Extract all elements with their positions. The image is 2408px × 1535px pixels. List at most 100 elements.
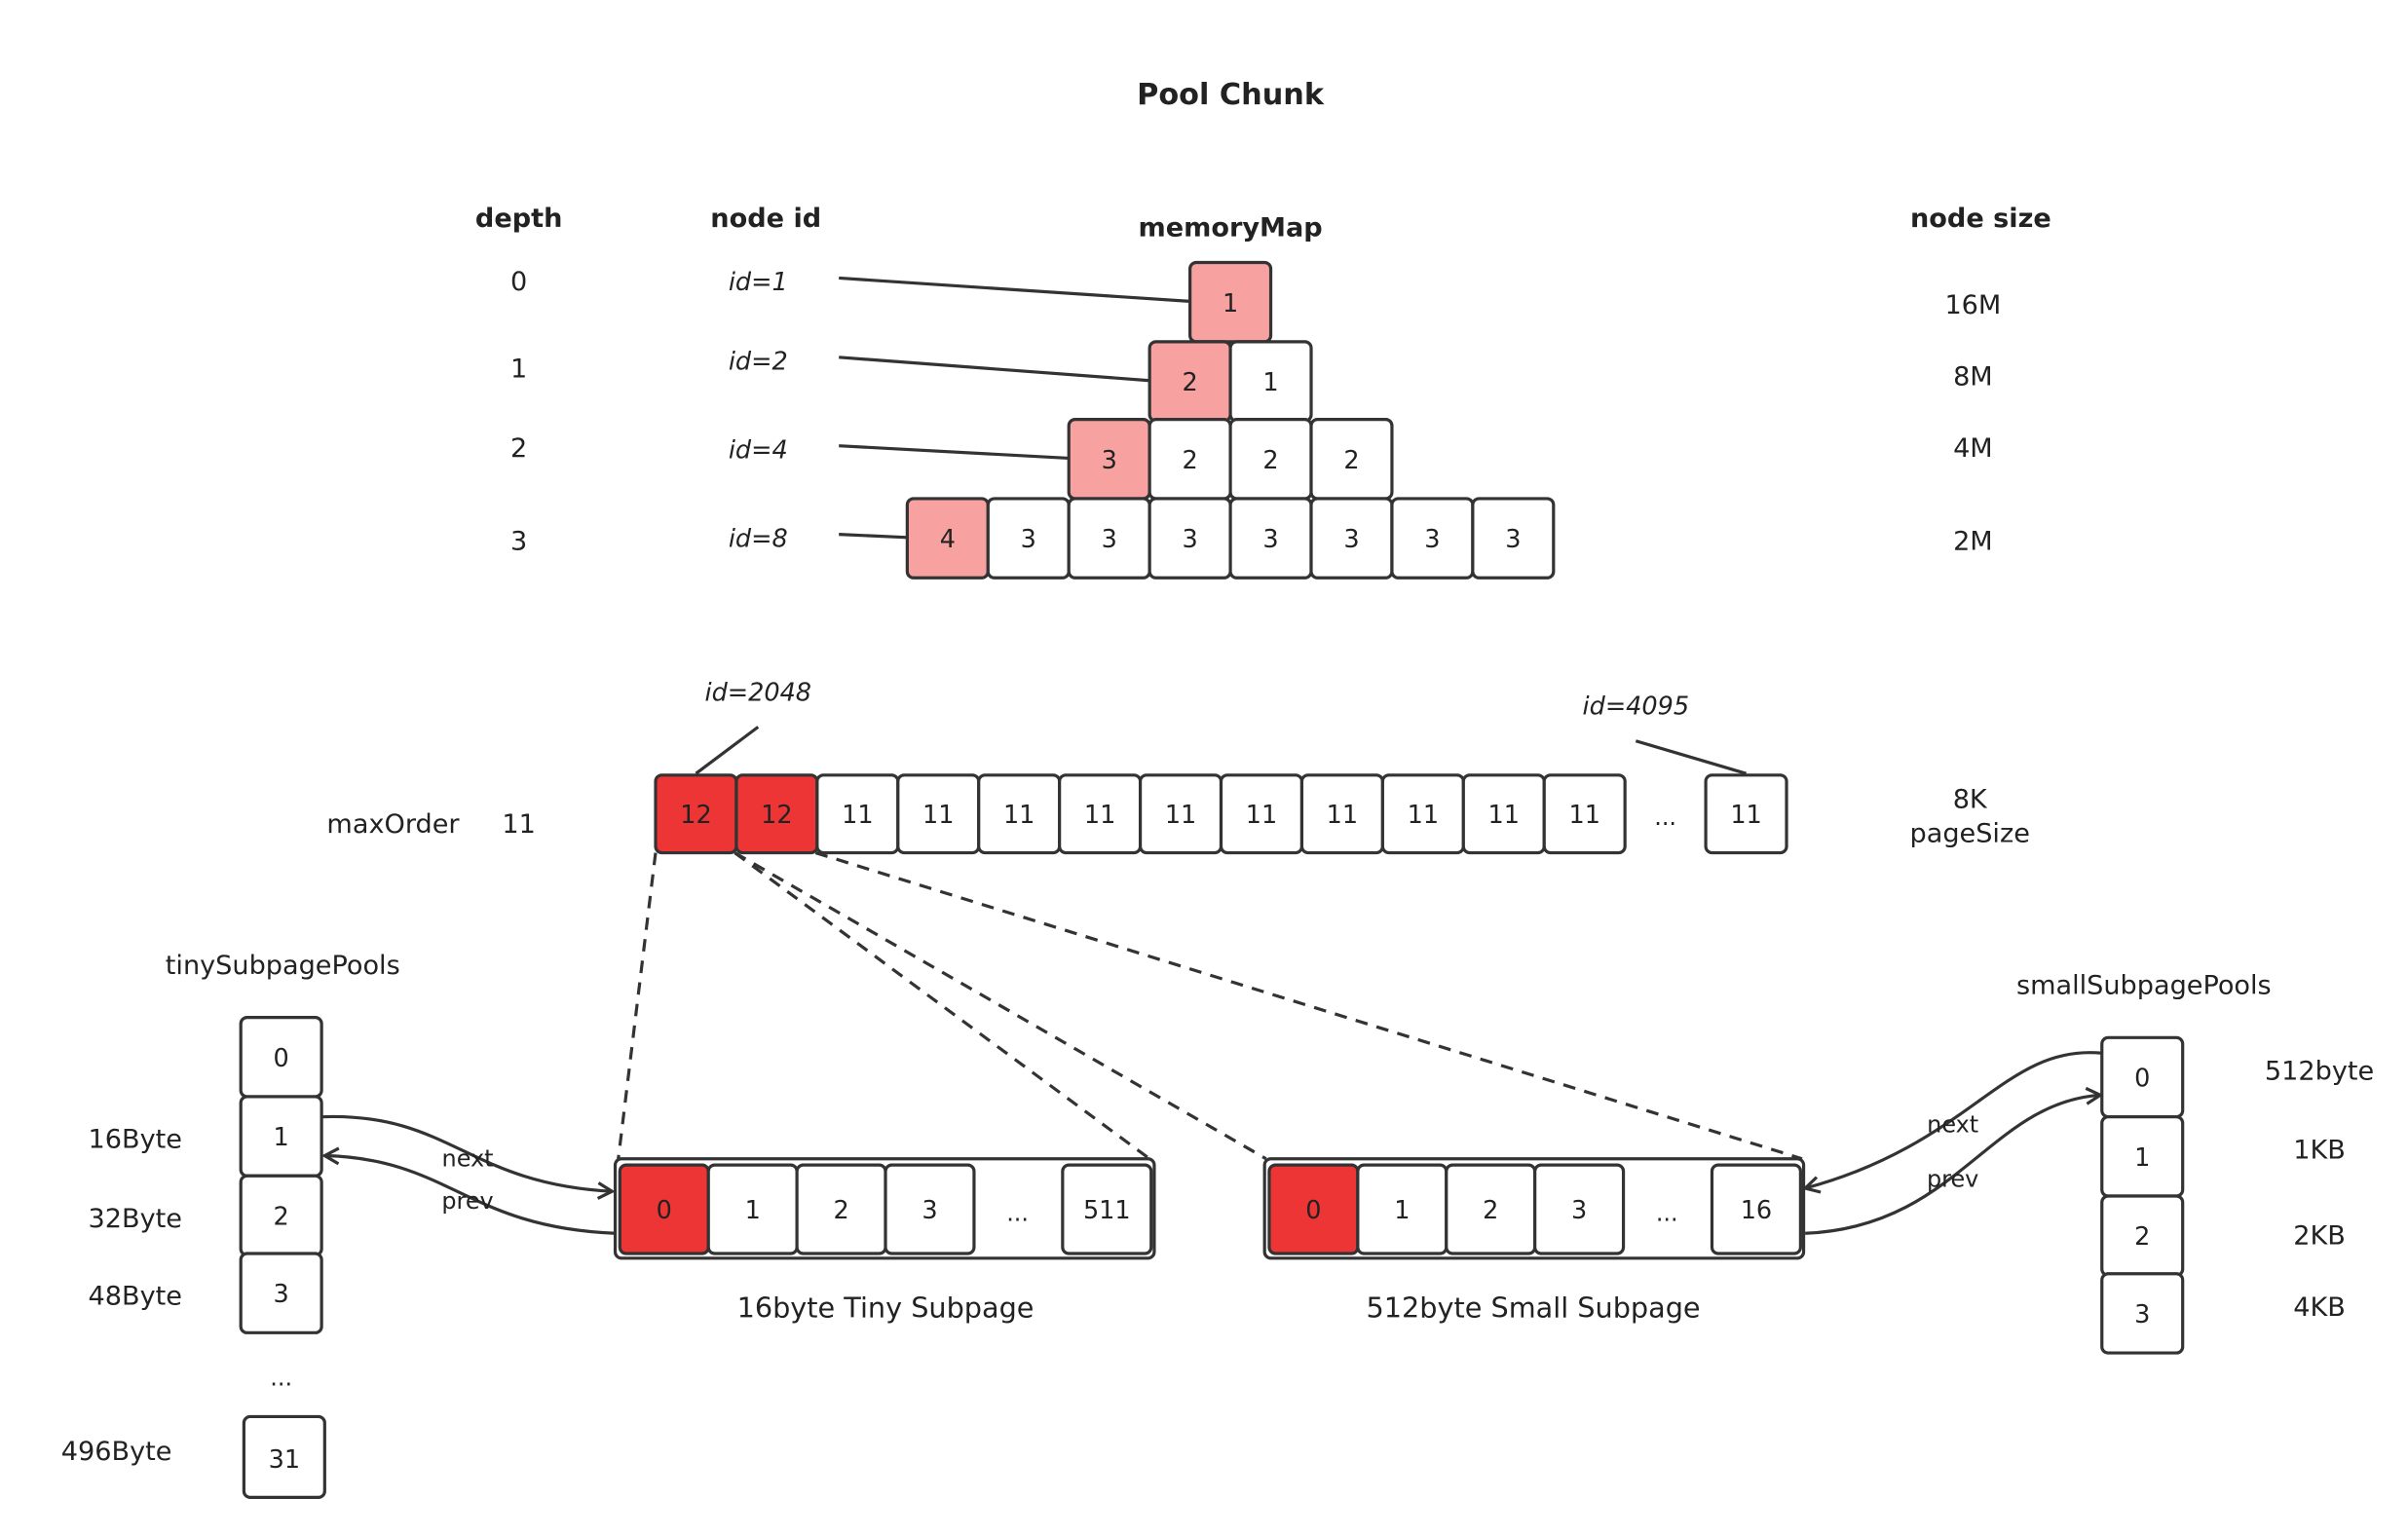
id-2048-label: id=2048 (704, 678, 811, 707)
leaf-page-cell-text: 11 (1327, 801, 1358, 830)
memory-map-cell-text: 1 (1223, 289, 1238, 318)
subpage-ellipsis: ... (1006, 1200, 1029, 1227)
memory-map-cell (1471, 497, 1556, 580)
tiny-pool-cell-last (242, 1414, 326, 1499)
subpage-cell-text: 0 (1305, 1196, 1321, 1225)
leaf-page-cell-text: 11 (922, 801, 954, 830)
tiny-pool-cell-last-text: 31 (269, 1445, 300, 1475)
leaf-page-cell-text: 12 (680, 801, 711, 830)
memory-map-cell-text: 3 (1505, 525, 1521, 554)
tiny-subpage-frame (613, 1157, 1156, 1260)
max-order-label: maxOrder (326, 809, 460, 840)
subpage-cell-text: 2 (1483, 1196, 1498, 1225)
small-pool-cell (2100, 1272, 2185, 1355)
leaf-page-cell-text: 11 (1730, 801, 1761, 830)
tiny-subpage-pools: 0 1 16Byte 2 32Byte 3 48Byte (89, 1015, 323, 1334)
memory-map-cell-text: 3 (1343, 525, 1359, 554)
memory-map-cell-text: 3 (1182, 525, 1197, 554)
node-size-value: 16M (1944, 290, 2001, 320)
leaf-page-cell-text: 11 (1568, 801, 1599, 830)
leaf-ellipsis: ... (1654, 804, 1676, 831)
depth-value: 0 (510, 267, 527, 297)
memory-map-cell-text: 3 (1021, 525, 1036, 554)
small-pools-title: smallSubpagePools (2016, 971, 2272, 1001)
id-4095-pointer (1635, 739, 1748, 775)
subpage-cell-text: 0 (657, 1196, 672, 1225)
small-next-label: next (1927, 1111, 1978, 1139)
node-id-pointer (839, 276, 1190, 303)
memory-map-cell-text: 3 (1102, 525, 1117, 554)
tiny-pool-cell-text: 1 (274, 1123, 289, 1152)
memory-map-header: memoryMap (1138, 212, 1322, 243)
leaf-page-cell-text: 11 (1165, 801, 1196, 830)
id-4095-label: id=4095 (1583, 693, 1690, 722)
small-pool-cell-text: 3 (2134, 1300, 2150, 1329)
leaf-page-cell-text: 11 (1003, 801, 1035, 830)
tiny-pool-cell-text: 2 (274, 1202, 289, 1231)
page-size-value: 8K (1953, 784, 1988, 814)
small-prev-label: prev (1927, 1165, 1978, 1192)
subpage-cell (1061, 1163, 1153, 1255)
subpage-cell-text: 1 (1394, 1196, 1410, 1225)
small-pool-cell-text: 0 (2134, 1065, 2150, 1094)
id-2048-pointer (695, 726, 760, 775)
tiny-prev-label: prev (441, 1187, 493, 1215)
tiny-prev-link (324, 1156, 616, 1235)
tiny-pools-ellipsis: ... (270, 1365, 292, 1392)
small-subpage-title: 512byte Small Subpage (1367, 1291, 1701, 1324)
subpage-cell-text: 1 (745, 1196, 761, 1225)
node-id-pointer (839, 444, 1070, 461)
memory-map-cell-text: 3 (1424, 525, 1440, 554)
subpage-cell-text: 16 (1741, 1196, 1772, 1225)
page-size-label: pageSize (1910, 818, 2030, 848)
memory-map-cell-text: 4 (940, 525, 956, 554)
subpage-cell (884, 1163, 976, 1255)
node-id-pointer (839, 533, 908, 540)
subpage-ellipsis: ... (1656, 1200, 1678, 1227)
depth-value: 3 (510, 527, 527, 557)
tiny-pool-label-last: 496Byte (61, 1437, 172, 1467)
node-size-header: node size (1910, 204, 2051, 234)
leaf-page-cell-text: 11 (1408, 801, 1439, 830)
leaf-page-cell-text: 11 (1084, 801, 1115, 830)
leaf-page-cell (1704, 773, 1788, 855)
tiny-pool-size-label: 32Byte (89, 1204, 182, 1234)
subpage-cell-text: 511 (1083, 1196, 1131, 1225)
depth-header: depth (475, 204, 562, 234)
memory-map-cell-text: 1 (1262, 368, 1278, 397)
small-pool-size-label: 1KB (2293, 1136, 2346, 1166)
tiny-pool-cell-text: 0 (274, 1044, 289, 1073)
subpage-cell (1533, 1163, 1626, 1255)
memory-map-cell-text: 3 (1102, 446, 1117, 475)
node-id-pointer (839, 356, 1150, 383)
tiny-pool-cell-text: 3 (274, 1280, 289, 1309)
subpage-cell-text: 2 (833, 1196, 848, 1225)
node-id-label: id=1 (729, 268, 788, 297)
small-pool-cell-text: 2 (2134, 1222, 2150, 1252)
subpage-cell-text: 3 (922, 1196, 937, 1225)
small-pool-size-label: 4KB (2293, 1292, 2346, 1323)
memory-map-cell-text: 2 (1182, 368, 1197, 397)
tiny-pools-title: tinySubpagePools (166, 951, 400, 981)
leaf-page-cell-text: 12 (761, 801, 792, 830)
tiny-pool-size-label: 16Byte (89, 1125, 182, 1155)
small-prev-link (1805, 1095, 2100, 1235)
leaf-page-cell (1542, 773, 1627, 855)
tiny-next-link (321, 1114, 612, 1191)
memory-map-cell-text: 2 (1262, 446, 1278, 475)
leaf-page-cell-text: 11 (1246, 801, 1277, 830)
tiny-pool-cell (239, 1252, 323, 1334)
small-pool-size-label: 512byte (2265, 1056, 2374, 1086)
max-order-value: 11 (502, 809, 536, 840)
node-id-label: id=2 (729, 348, 788, 377)
subpage-cell (1710, 1163, 1802, 1255)
node-id-label: id=8 (729, 524, 788, 553)
memory-map-cell-text: 2 (1182, 446, 1197, 475)
leaf-page-cell-text: 11 (1488, 801, 1520, 830)
tiny-pool-size-label: 48Byte (89, 1282, 182, 1312)
